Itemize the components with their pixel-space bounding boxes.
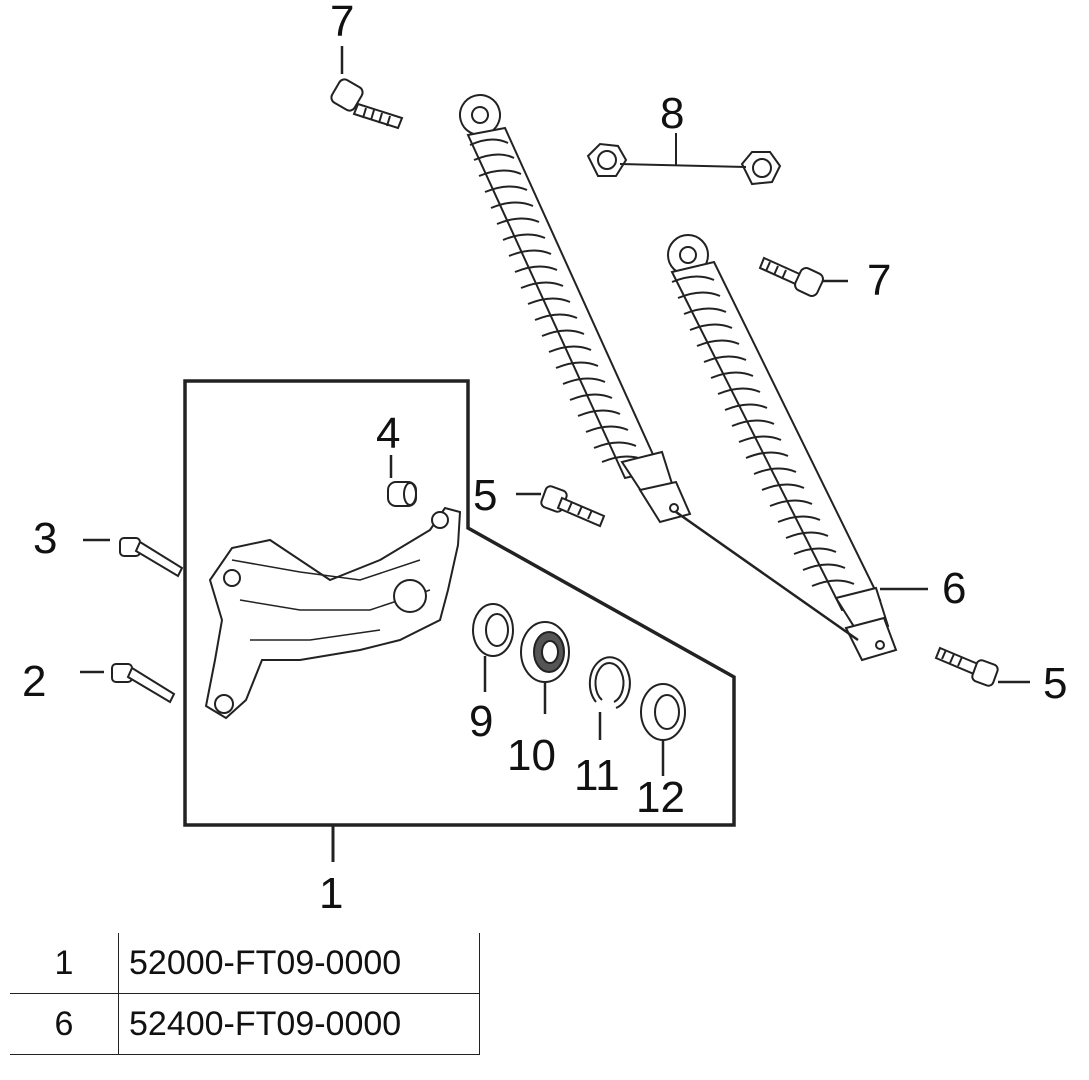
shock-absorber-left [459, 94, 692, 524]
circlip-11 [588, 656, 631, 709]
oil-seal-12 [640, 683, 686, 741]
callout-7-right: 7 [867, 256, 892, 305]
callout-5-middle: 5 [473, 471, 498, 520]
shock-pair-leader [675, 510, 859, 642]
callout-6: 6 [942, 564, 967, 613]
nut-8-left [586, 142, 628, 177]
part-number: 52400-FT09-0000 [118, 993, 480, 1055]
callout-12: 12 [636, 773, 685, 822]
bolt-7-right [758, 256, 824, 297]
callout-10: 10 [507, 731, 556, 780]
callout-8: 8 [660, 89, 685, 138]
callout-5-right: 5 [1043, 659, 1068, 708]
bolt-3 [119, 537, 184, 578]
nut-8-right [740, 151, 782, 186]
bolt-7-top [330, 78, 404, 130]
bolt-5-middle [540, 485, 606, 528]
bushing-4 [387, 481, 417, 507]
table-row: 6 52400-FT09-0000 [10, 993, 480, 1055]
callout-7-top: 7 [330, 0, 355, 46]
assembly-1-outline [183, 379, 736, 827]
callout-3: 3 [33, 514, 58, 563]
bolt-5-right [934, 646, 999, 687]
shock-absorber-right [667, 234, 898, 662]
callout-4: 4 [376, 409, 401, 458]
bolt-2 [111, 663, 176, 704]
callout-9: 9 [469, 697, 494, 746]
table-row: 1 52000-FT09-0000 [10, 933, 480, 994]
swing-arm-bracket [204, 506, 462, 720]
callout-leaders [80, 46, 1030, 776]
bearing-10 [520, 621, 570, 683]
oil-seal-9 [472, 603, 514, 657]
callout-11: 11 [574, 751, 620, 800]
callout-8-leader [619, 163, 747, 168]
part-number: 52000-FT09-0000 [118, 933, 480, 994]
ref-number: 6 [10, 993, 119, 1055]
callout-1: 1 [319, 869, 344, 918]
callout-2: 2 [22, 657, 47, 706]
parts-number-table: 1 52000-FT09-0000 6 52400-FT09-0000 [10, 933, 480, 1055]
ref-number: 1 [10, 933, 119, 994]
